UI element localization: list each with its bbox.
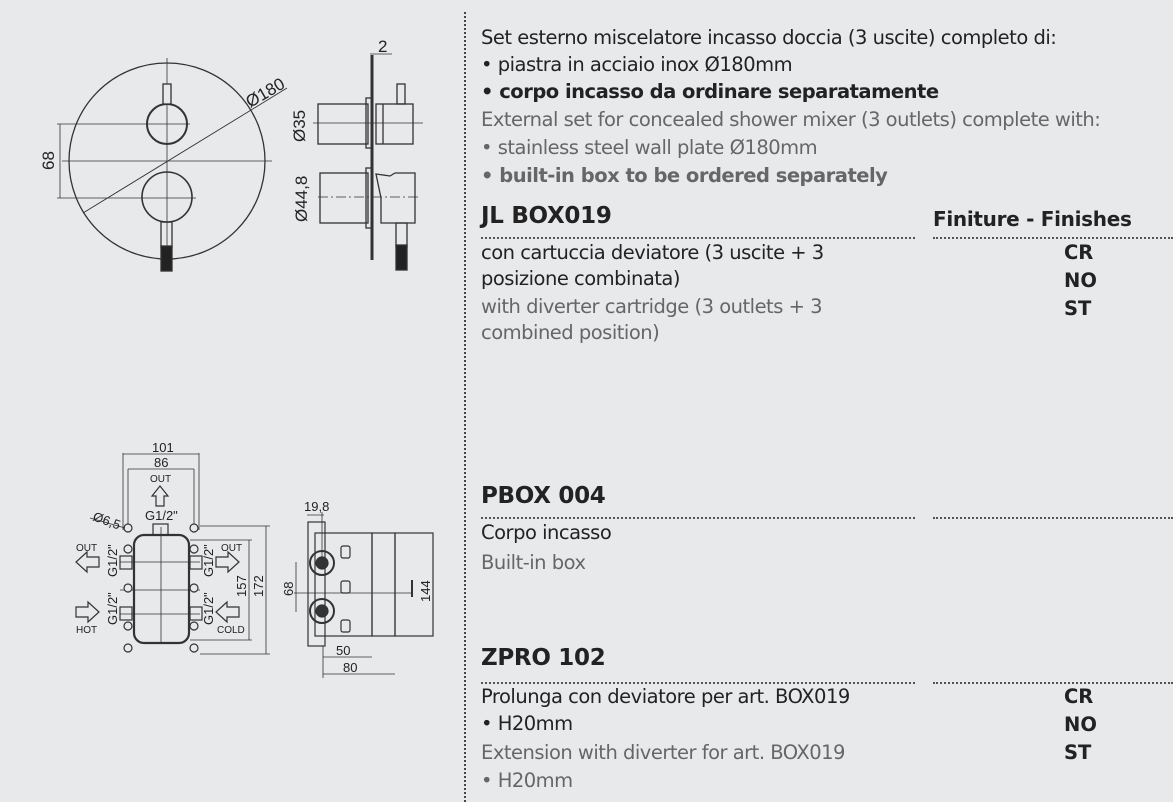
column-divider — [464, 12, 466, 802]
depth-50-label: 50 — [336, 643, 350, 658]
product-desc-en: • H20mm — [481, 769, 573, 792]
intro-en-title: External set for concealed shower mixer … — [481, 108, 1101, 131]
divider — [481, 682, 915, 684]
finish-code: NO — [1064, 713, 1097, 736]
product-code: ZPRO 102 — [481, 645, 606, 671]
mixer-side-view — [313, 53, 423, 271]
inlet-spacing-label: 68 — [281, 582, 296, 596]
box-height-label: 144 — [418, 580, 433, 602]
width-inner-label: 86 — [154, 455, 168, 470]
large-diameter-label: Ø44,8 — [292, 176, 311, 222]
width-outer-label: 101 — [152, 440, 174, 455]
plate-thickness-label: 2 — [378, 37, 387, 56]
product-desc-en: combined position) — [481, 321, 660, 344]
product-desc-it: con cartuccia deviatore (3 uscite + 3 — [481, 241, 824, 264]
product-desc-it: Prolunga con deviatore per art. BOX019 — [481, 685, 850, 708]
small-diameter-label: Ø35 — [290, 110, 309, 142]
plate-diameter-label: Ø180 — [243, 74, 289, 111]
finish-code: CR — [1064, 685, 1094, 708]
product-desc-it: Corpo incasso — [481, 521, 612, 544]
builtin-box-side-view — [294, 512, 434, 678]
depth-80-label: 80 — [343, 660, 357, 675]
intro-it-title: Set esterno miscelatore incasso doccia (… — [481, 26, 1057, 49]
finish-code: NO — [1064, 269, 1097, 292]
thread-left-top-label: G1/2" — [105, 544, 120, 577]
product-code: JL BOX019 — [481, 203, 612, 229]
thread-right-top-label: G1/2" — [201, 544, 216, 577]
product-code: PBOX 004 — [481, 483, 606, 509]
out-left-label: OUT — [76, 543, 97, 554]
divider — [933, 237, 1173, 239]
knob-spacing-label: 68 — [39, 151, 58, 170]
hot-label: HOT — [76, 625, 97, 636]
divider — [933, 682, 1173, 684]
wall-plate-front-view — [57, 58, 288, 272]
cold-label: COLD — [217, 625, 245, 636]
finish-code: ST — [1064, 297, 1092, 320]
builtin-box-front-view — [75, 453, 270, 655]
height-inner-label: 157 — [234, 575, 249, 597]
hole-diameter-label: Ø6,5 — [91, 509, 123, 533]
divider — [481, 517, 915, 519]
divider — [933, 517, 1173, 519]
intro-en-bullet-box: • built-in box to be ordered separately — [481, 164, 888, 187]
intro-en-bullet-plate: • stainless steel wall plate Ø180mm — [481, 136, 818, 159]
finish-code: CR — [1064, 241, 1094, 264]
intro-it-bullet-plate: • piastra in acciaio inox Ø180mm — [481, 53, 793, 76]
depth-min-label: 19,8 — [304, 499, 329, 514]
thread-left-bottom-label: G1/2" — [105, 592, 120, 625]
out-right-label: OUT — [221, 543, 242, 554]
thread-right-bottom-label: G1/2" — [201, 592, 216, 625]
thread-top-label: G1/2" — [145, 508, 178, 523]
finish-code: ST — [1064, 741, 1092, 764]
divider — [481, 237, 915, 239]
height-outer-label: 172 — [251, 575, 266, 597]
product-desc-en: Extension with diverter for art. BOX019 — [481, 741, 845, 764]
product-desc-it: • H20mm — [481, 712, 573, 735]
finishes-header: Finiture - Finishes — [933, 207, 1132, 231]
out-top-label: OUT — [150, 474, 171, 485]
intro-it-bullet-box: • corpo incasso da ordinare separatament… — [481, 80, 939, 103]
product-desc-en: with diverter cartridge (3 outlets + 3 — [481, 295, 823, 318]
product-desc-en: Built-in box — [481, 551, 586, 574]
product-desc-it: posizione combinata) — [481, 267, 680, 290]
mixer-drawing: Ø180 68 Ø35 Ø44,8 2 101 86 — [39, 37, 434, 678]
